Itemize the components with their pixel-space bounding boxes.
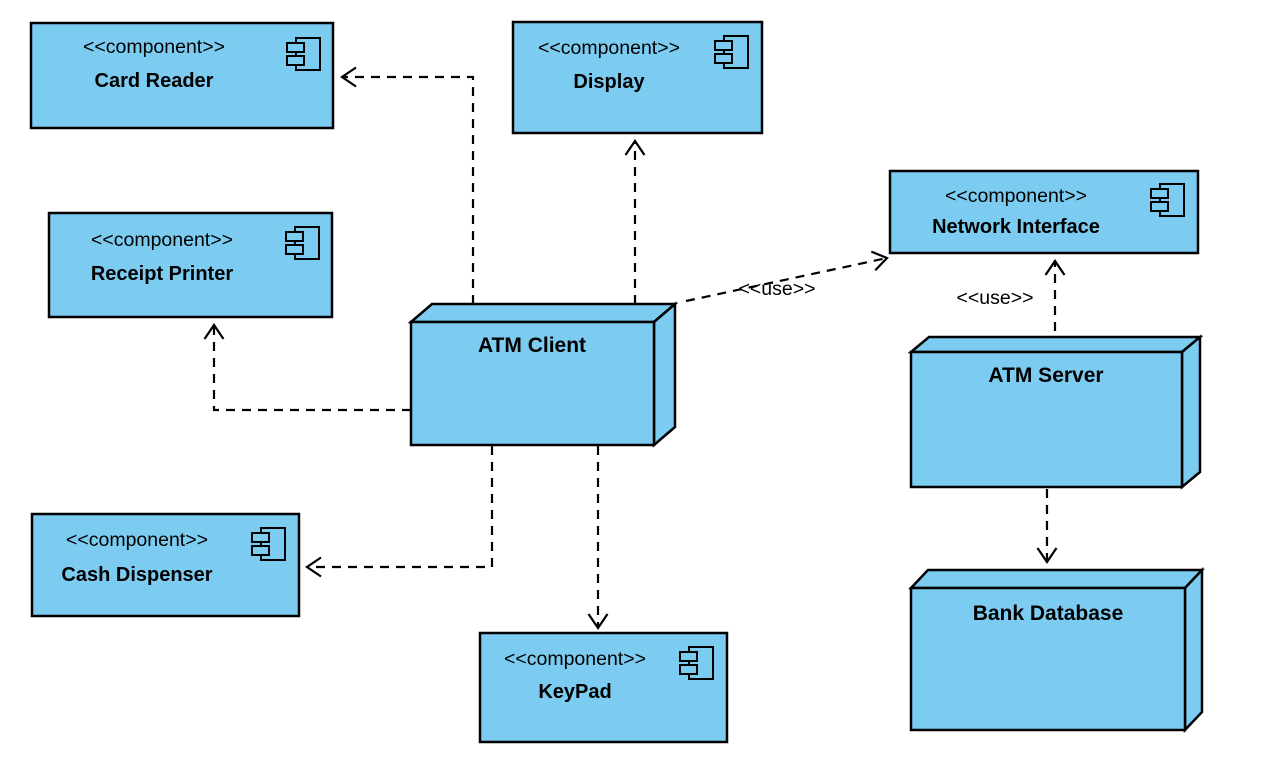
component-icon xyxy=(286,37,321,71)
node-side-face xyxy=(1180,334,1202,490)
component-stereotype: <<component>> xyxy=(504,648,646,670)
connector-atm-client-to-receipt-printer[interactable] xyxy=(203,323,411,412)
component-box xyxy=(888,169,1200,255)
component-icon xyxy=(251,527,286,561)
node-atm-client[interactable]: ATM Client xyxy=(407,301,679,448)
component-stereotype: <<component>> xyxy=(91,229,233,251)
component-stereotype: <<component>> xyxy=(538,37,680,59)
node-bank-database[interactable]: Bank Database xyxy=(908,566,1205,734)
component-stereotype: <<component>> xyxy=(83,36,225,58)
connector-atm-client-to-card-reader[interactable] xyxy=(340,66,475,304)
node-top-face xyxy=(407,302,679,324)
component-box xyxy=(29,21,335,130)
component-card-reader[interactable]: <<component>> Card Reader xyxy=(29,21,335,130)
component-name: KeyPad xyxy=(538,681,611,703)
component-receipt-printer[interactable]: <<component>> Receipt Printer xyxy=(47,211,334,319)
component-box xyxy=(47,211,334,319)
node-name: ATM Server xyxy=(988,364,1103,387)
node-top-face xyxy=(908,568,1205,590)
component-stereotype: <<component>> xyxy=(66,529,208,551)
component-icon xyxy=(1150,183,1185,217)
connector-atm-client-to-cash-dispenser[interactable] xyxy=(305,446,494,578)
component-icon xyxy=(285,226,320,260)
use-stereotype-label: <<use>> xyxy=(739,278,816,300)
component-name: Cash Dispenser xyxy=(61,564,212,586)
node-front-face xyxy=(409,320,656,447)
component-icon xyxy=(679,646,714,680)
component-name: Receipt Printer xyxy=(91,263,233,285)
node-atm-server[interactable]: ATM Server xyxy=(907,334,1204,490)
component-keypad[interactable]: <<component>> KeyPad xyxy=(478,631,729,744)
component-box xyxy=(30,512,301,618)
component-stereotype: <<component>> xyxy=(945,185,1087,207)
component-icon xyxy=(714,35,749,69)
component-name: Card Reader xyxy=(95,70,214,92)
component-display[interactable]: <<component>> Display xyxy=(511,20,764,135)
connector-atm-client-to-network-interface[interactable] xyxy=(685,250,889,303)
node-side-face xyxy=(652,301,677,448)
component-name: Network Interface xyxy=(932,216,1100,238)
node-side-face xyxy=(1183,566,1204,734)
node-front-face xyxy=(909,350,1184,489)
node-name: ATM Client xyxy=(478,334,586,357)
component-cash-dispenser[interactable]: <<component>> Cash Dispenser xyxy=(30,512,301,618)
component-network-interface[interactable]: <<component>> Network Interface xyxy=(888,169,1200,255)
use-stereotype-label: <<use>> xyxy=(957,287,1034,309)
node-name: Bank Database xyxy=(973,602,1124,625)
component-name: Display xyxy=(573,71,645,93)
node-top-face xyxy=(907,335,1204,354)
node-front-face xyxy=(909,586,1187,732)
connectors: <<use>> <<use>> xyxy=(203,66,1066,630)
